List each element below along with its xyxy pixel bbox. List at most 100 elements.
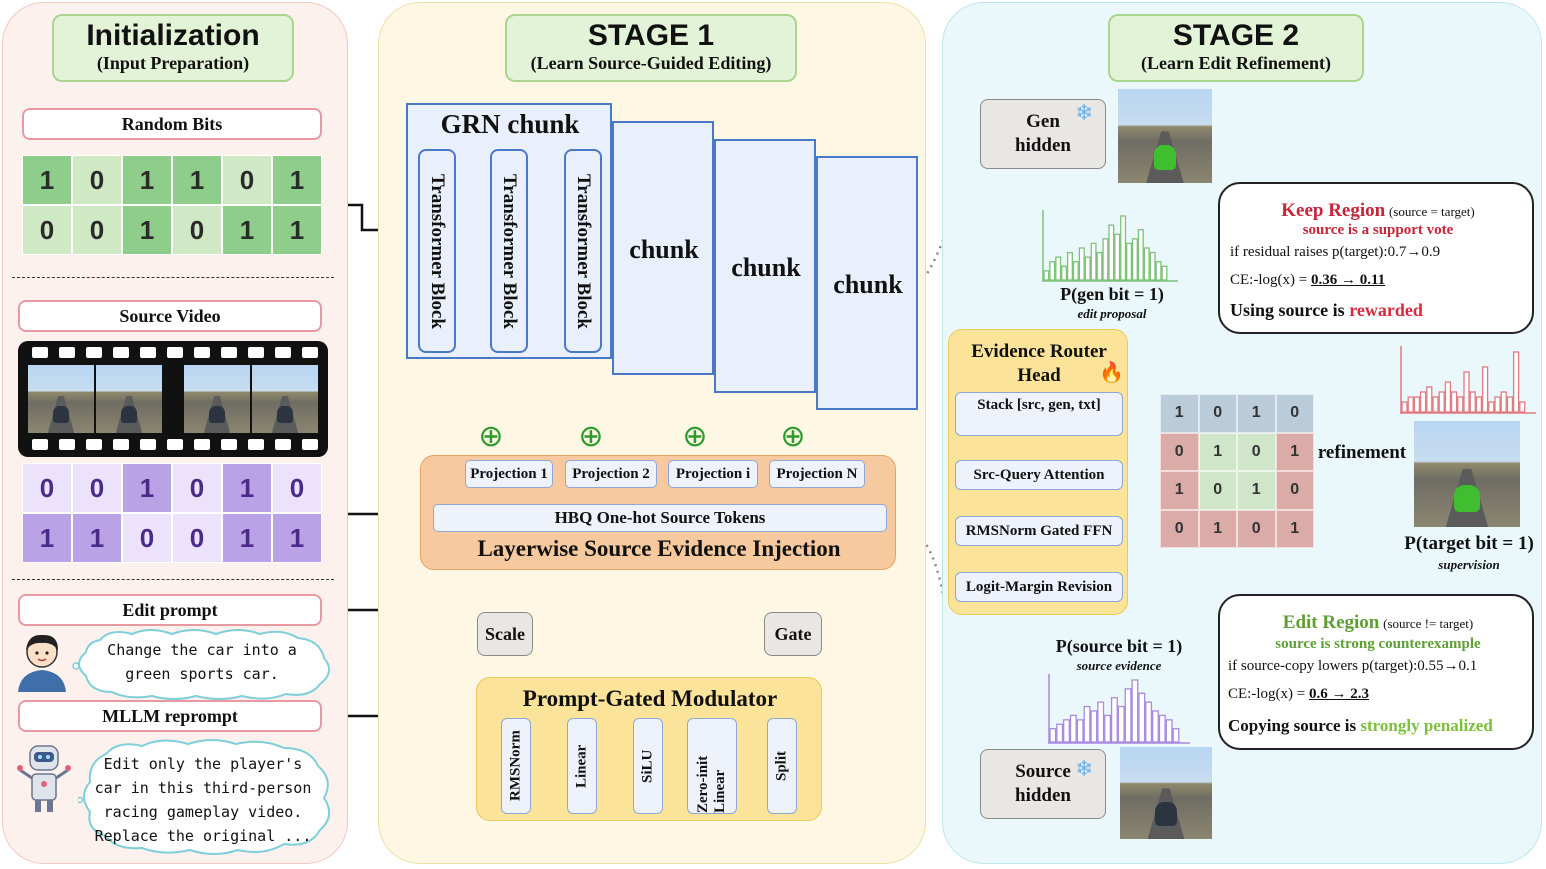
film-sprocket-hole xyxy=(194,347,210,358)
histogram-bar xyxy=(1138,692,1146,743)
bit-cell: 1 xyxy=(122,155,172,205)
bit-cell: 1 xyxy=(222,205,272,255)
edit-region-vote: source is strong counterexample xyxy=(1275,636,1481,652)
hbq-source-tokens: HBQ One-hot Source Tokens xyxy=(433,504,887,532)
histogram-bar xyxy=(1401,401,1408,413)
mllm-reprompt-text: Edit only the player's car in this third… xyxy=(94,755,312,845)
histogram-bar xyxy=(1084,256,1091,281)
film-sprockets xyxy=(32,439,322,451)
bit-cell: 1 xyxy=(222,513,272,563)
bit-cell: 1 xyxy=(22,513,72,563)
film-sprocket-hole xyxy=(167,439,183,450)
film-sprocket-hole xyxy=(86,347,102,358)
stage1-title: STAGE 1 xyxy=(587,19,715,52)
histogram-bar xyxy=(1469,391,1476,413)
add-icon: ⊕ xyxy=(478,419,504,454)
histogram-bar xyxy=(1151,710,1159,743)
film-sprocket-hole xyxy=(113,439,129,450)
stage1-header: STAGE 1 (Learn Source-Guided Editing) xyxy=(505,14,797,82)
histogram-bar xyxy=(1108,224,1115,281)
histogram-bar xyxy=(1506,396,1514,413)
stage2-title: STAGE 2 xyxy=(1172,19,1300,52)
histogram-bar xyxy=(1117,705,1125,743)
source-video-filmstrip xyxy=(18,341,328,457)
histogram-bar xyxy=(1114,233,1121,281)
grid-bit-cell: 1 xyxy=(1198,432,1237,471)
film-sprockets xyxy=(32,347,322,359)
histogram-bar xyxy=(1426,386,1433,413)
router-title: Evidence Router Head xyxy=(971,341,1107,386)
edit-region-copy: if source-copy lowers p(target):0.55→0.1 xyxy=(1228,658,1478,674)
init-header: Initialization (Input Preparation) xyxy=(52,14,294,82)
target-histogram xyxy=(1400,346,1536,414)
bit-cell: 1 xyxy=(172,155,222,205)
frozen-snowflake-icon: ❄ xyxy=(1075,757,1094,782)
bit-cell: 1 xyxy=(222,463,272,513)
film-sprocket-hole xyxy=(221,347,237,358)
histogram-bar xyxy=(1131,679,1139,743)
stage2-header: STAGE 2 (Learn Edit Refinement) xyxy=(1108,14,1364,82)
film-sprocket-hole xyxy=(59,439,75,450)
init-subtitle: (Input Preparation) xyxy=(96,53,250,73)
film-sprocket-hole xyxy=(59,347,75,358)
bit-cell: 1 xyxy=(122,205,172,255)
histogram-bar xyxy=(1061,265,1068,281)
trainable-fire-icon: 🔥 xyxy=(1099,360,1124,384)
bit-cell: 0 xyxy=(22,463,72,513)
video-frame xyxy=(28,365,94,433)
bit-cell: 0 xyxy=(272,463,322,513)
grid-bit-cell: 1 xyxy=(1275,432,1314,471)
histogram-bar xyxy=(1475,396,1483,413)
gate-box: Gate xyxy=(764,612,822,656)
grid-bit-cell: 0 xyxy=(1237,509,1276,548)
p-target-label: P(target bit = 1) xyxy=(1404,533,1534,554)
histogram-bar xyxy=(1158,714,1166,743)
linear-block: Linear xyxy=(567,718,597,814)
grid-bit-cell: 0 xyxy=(1275,394,1314,433)
add-icon: ⊕ xyxy=(682,419,708,454)
refinement-label: refinement xyxy=(1317,442,1407,463)
edit-prompt-label: Edit prompt xyxy=(18,594,322,626)
modulator-title: Prompt-Gated Modulator xyxy=(522,686,778,711)
histogram-bar xyxy=(1407,396,1414,413)
histogram-bar xyxy=(1078,247,1085,281)
chunk-pane: chunk xyxy=(816,156,918,410)
p-gen-label: P(gen bit = 1) xyxy=(1060,284,1164,304)
bit-cell: 0 xyxy=(72,463,122,513)
speech-cloud xyxy=(72,629,331,700)
divider xyxy=(12,579,334,580)
film-sprocket-hole xyxy=(248,347,264,358)
histogram-bar xyxy=(1110,697,1118,743)
prompt-gated-modulator: Prompt-Gated Modulator RMSNorm Linear Si… xyxy=(476,677,822,821)
histogram-bar xyxy=(1049,728,1057,743)
bit-cell: 0 xyxy=(72,205,122,255)
frozen-snowflake-icon: ❄ xyxy=(1075,101,1094,126)
video-frame xyxy=(96,365,162,433)
histogram-bar xyxy=(1069,714,1077,743)
histogram-bar xyxy=(1083,705,1091,743)
film-sprocket-hole xyxy=(32,439,48,450)
histogram-bar xyxy=(1124,688,1132,743)
projection-2: Projection 2 xyxy=(565,460,657,488)
keep-region-result: Using source is rewarded xyxy=(1230,300,1423,320)
film-sprocket-hole xyxy=(32,347,48,358)
stack-block: Stack [src, gen, txt] xyxy=(955,392,1123,436)
stage1-subtitle: (Learn Source-Guided Editing) xyxy=(530,53,772,73)
keep-region-callout: Keep Region (source = target) source is … xyxy=(1218,182,1534,334)
robot-icon xyxy=(17,745,71,812)
histogram-bar xyxy=(1072,261,1079,281)
grid-bit-cell: 1 xyxy=(1198,509,1237,548)
film-sprocket-hole xyxy=(140,439,156,450)
p-target-caption: supervision xyxy=(1438,557,1500,572)
edit-region-condition: (source != target) xyxy=(1383,616,1474,631)
bit-cell: 0 xyxy=(172,205,222,255)
histogram-bar xyxy=(1090,710,1098,743)
histogram-bar xyxy=(1494,396,1501,413)
speech-cloud xyxy=(78,739,331,855)
histogram-bar xyxy=(1155,261,1162,281)
histogram-bar xyxy=(1131,238,1138,281)
p-source-label: P(source bit = 1) xyxy=(1055,636,1183,656)
projection-n: Projection N xyxy=(769,460,865,488)
scale-box: Scale xyxy=(477,612,533,656)
